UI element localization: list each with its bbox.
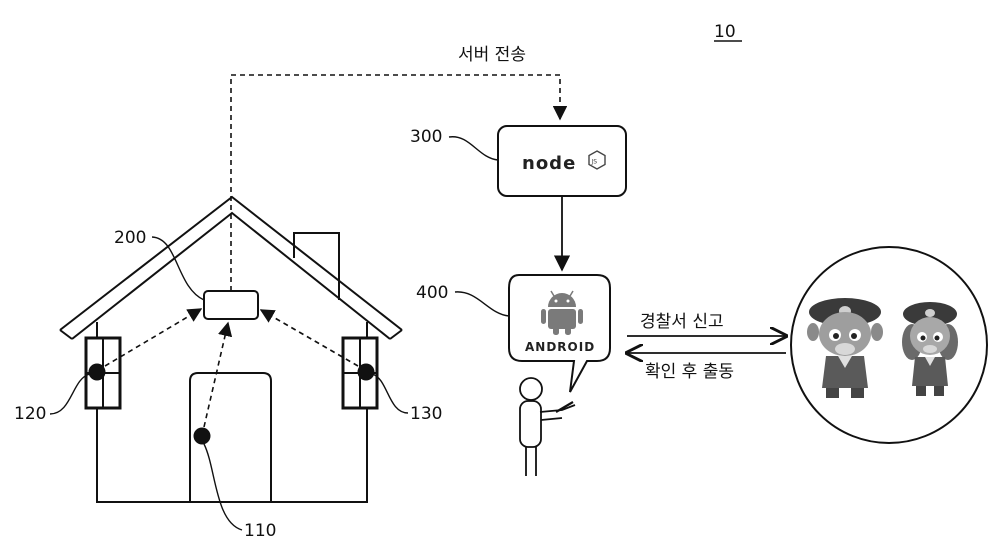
- gateway-label: 200: [114, 228, 146, 248]
- house-walls: [97, 322, 367, 502]
- server-label: 300: [410, 127, 442, 147]
- left-sensor-leader: [50, 374, 90, 414]
- figure-number: 10: [714, 22, 736, 42]
- nodejs-logo-text: node: [522, 153, 576, 174]
- door-sensor: [194, 428, 211, 445]
- left-sensor-label: 120: [14, 404, 46, 424]
- phone-bubble: [509, 275, 610, 392]
- door-sensor-label: 110: [244, 521, 276, 541]
- server-transmission-label: 서버 전송: [458, 45, 526, 65]
- door-sensor-link: [204, 323, 228, 427]
- android-wordmark: ANDROID: [525, 340, 595, 354]
- door-sensor-leader: [204, 444, 242, 530]
- police-report-label: 경찰서 신고: [640, 312, 724, 332]
- server-leader: [449, 137, 498, 160]
- dispatch-label: 확인 후 출동: [645, 362, 734, 382]
- chimney: [294, 233, 339, 300]
- right-sensor-label: 130: [410, 404, 442, 424]
- left-window-sensor: [89, 364, 106, 381]
- gateway-leader: [152, 237, 204, 300]
- user-figure-icon: [520, 378, 575, 476]
- sensor-links: [105, 309, 358, 427]
- gateway-box: [204, 291, 258, 319]
- phone-label: 400: [416, 283, 448, 303]
- phone-leader: [455, 292, 509, 316]
- right-window-sensor: [358, 364, 375, 381]
- nodejs-badge: JS: [591, 159, 598, 166]
